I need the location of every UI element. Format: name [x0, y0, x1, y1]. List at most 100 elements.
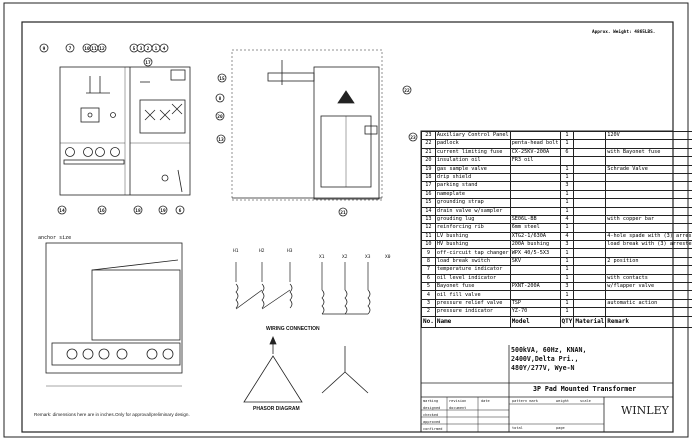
bom-cell-qty: 1: [560, 249, 574, 257]
tb-pattern-mark: pattern mark: [512, 399, 538, 403]
bom-cell-no: 7: [422, 266, 436, 274]
bom-cell-remark: Schrade Valve: [606, 165, 692, 173]
bom-cell-qty: 1: [560, 308, 574, 316]
callout-number: 2: [147, 46, 150, 52]
bom-header-name: Name: [435, 316, 510, 327]
callout-number: 22: [404, 88, 410, 94]
bom-cell-qty: 1: [560, 165, 574, 173]
bom-cell-qty: 1: [560, 266, 574, 274]
bom-cell-remark: [606, 190, 692, 198]
spec-line: 480Y/277V, Wye-N: [511, 364, 586, 373]
bom-cell-model: [510, 173, 560, 181]
bom-cell-name: insulation oil: [435, 157, 510, 165]
bom-cell-no: 4: [422, 291, 436, 299]
bom-cell-qty: 4: [560, 215, 574, 223]
bom-cell-material: [574, 257, 606, 265]
tb-document: document: [449, 406, 466, 410]
bom-cell-qty: 1: [560, 173, 574, 181]
bom-cell-no: 19: [422, 165, 436, 173]
bom-cell-no: 13: [422, 215, 436, 223]
tb-total: total: [512, 426, 523, 430]
bom-header-material: Material: [574, 316, 606, 327]
bom-cell-remark: 4-hole spade with (3) arrester: [606, 232, 692, 240]
bom-cell-remark: [606, 182, 692, 190]
bom-cell-no: 11: [422, 232, 436, 240]
bom-cell-remark: [606, 207, 692, 215]
diagram-label: H3: [287, 248, 293, 254]
callout-number: 3: [140, 46, 143, 52]
side-view: [232, 50, 382, 200]
bom-cell-model: FR3 oil: [510, 157, 560, 165]
wiring-diagram: [236, 262, 370, 314]
callout-number: 13: [218, 137, 224, 143]
bom-cell-no: 8: [422, 257, 436, 265]
bom-cell-no: 17: [422, 182, 436, 190]
bom-cell-qty: 1: [560, 140, 574, 148]
bom-cell-remark: w/flapper valve: [606, 283, 692, 291]
bom-cell-qty: 1: [560, 207, 574, 215]
bom-cell-remark: [606, 199, 692, 207]
callout-number: 10: [84, 46, 90, 52]
diagram-label: H2: [259, 248, 265, 254]
bom-cell-remark: 2 position: [606, 257, 692, 265]
bom-cell-material: [574, 190, 606, 198]
bom-cell-name: drip shield: [435, 173, 510, 181]
tb-date: date: [481, 399, 490, 403]
bom-cell-material: [574, 232, 606, 240]
bom-cell-model: [510, 190, 560, 198]
bom-cell-model: [510, 132, 560, 140]
diagram-label: PHASOR DIAGRAM: [253, 406, 300, 412]
bom-cell-model: penta-head bolt: [510, 140, 560, 148]
bom-cell-name: gas sample valve: [435, 165, 510, 173]
bom-cell-no: 16: [422, 190, 436, 198]
bom-cell-model: XTG2-1/630A: [510, 232, 560, 240]
bom-cell-name: Auxiliary Control Panel: [435, 132, 510, 140]
bom-cell-qty: 3: [560, 182, 574, 190]
bom-cell-no: 18: [422, 173, 436, 181]
bom-cell-name: Bayonet fuse: [435, 283, 510, 291]
bom-cell-no: 2: [422, 308, 436, 316]
tb-revision: revision: [449, 399, 466, 403]
bom-cell-model: YZ-70: [510, 308, 560, 316]
bom-cell-material: [574, 224, 606, 232]
bom-cell-material: [574, 299, 606, 307]
diagram-label: X3: [365, 254, 371, 260]
bom-cell-material: [574, 182, 606, 190]
callout-number: 1: [155, 46, 158, 52]
callout-number: 19: [160, 208, 166, 214]
phasor-diagram: [244, 337, 368, 402]
callout-number: 15: [219, 76, 225, 82]
bom-cell-qty: 1: [560, 224, 574, 232]
bom-cell-material: [574, 207, 606, 215]
bom-cell-remark: [606, 224, 692, 232]
bom-cell-qty: 1: [560, 299, 574, 307]
bom-cell-model: SKV: [510, 257, 560, 265]
bom-header-qty: QTY: [560, 316, 574, 327]
bom-cell-material: [574, 291, 606, 299]
bom-cell-model: WPX 40/5-5X3: [510, 249, 560, 257]
callout-number: 14: [59, 208, 65, 214]
bom-cell-remark: automatic action: [606, 299, 692, 307]
bom-cell-name: oil level indicator: [435, 274, 510, 282]
bom-cell-no: 15: [422, 199, 436, 207]
bom-cell-model: 6mm steel: [510, 224, 560, 232]
bom-cell-remark: [606, 140, 692, 148]
bom-cell-material: [574, 274, 606, 282]
bom-cell-remark: [606, 157, 692, 165]
bom-cell-qty: 3: [560, 241, 574, 249]
bom-cell-material: [574, 165, 606, 173]
bom-cell-no: 14: [422, 207, 436, 215]
bom-cell-name: pressure indicator: [435, 308, 510, 316]
